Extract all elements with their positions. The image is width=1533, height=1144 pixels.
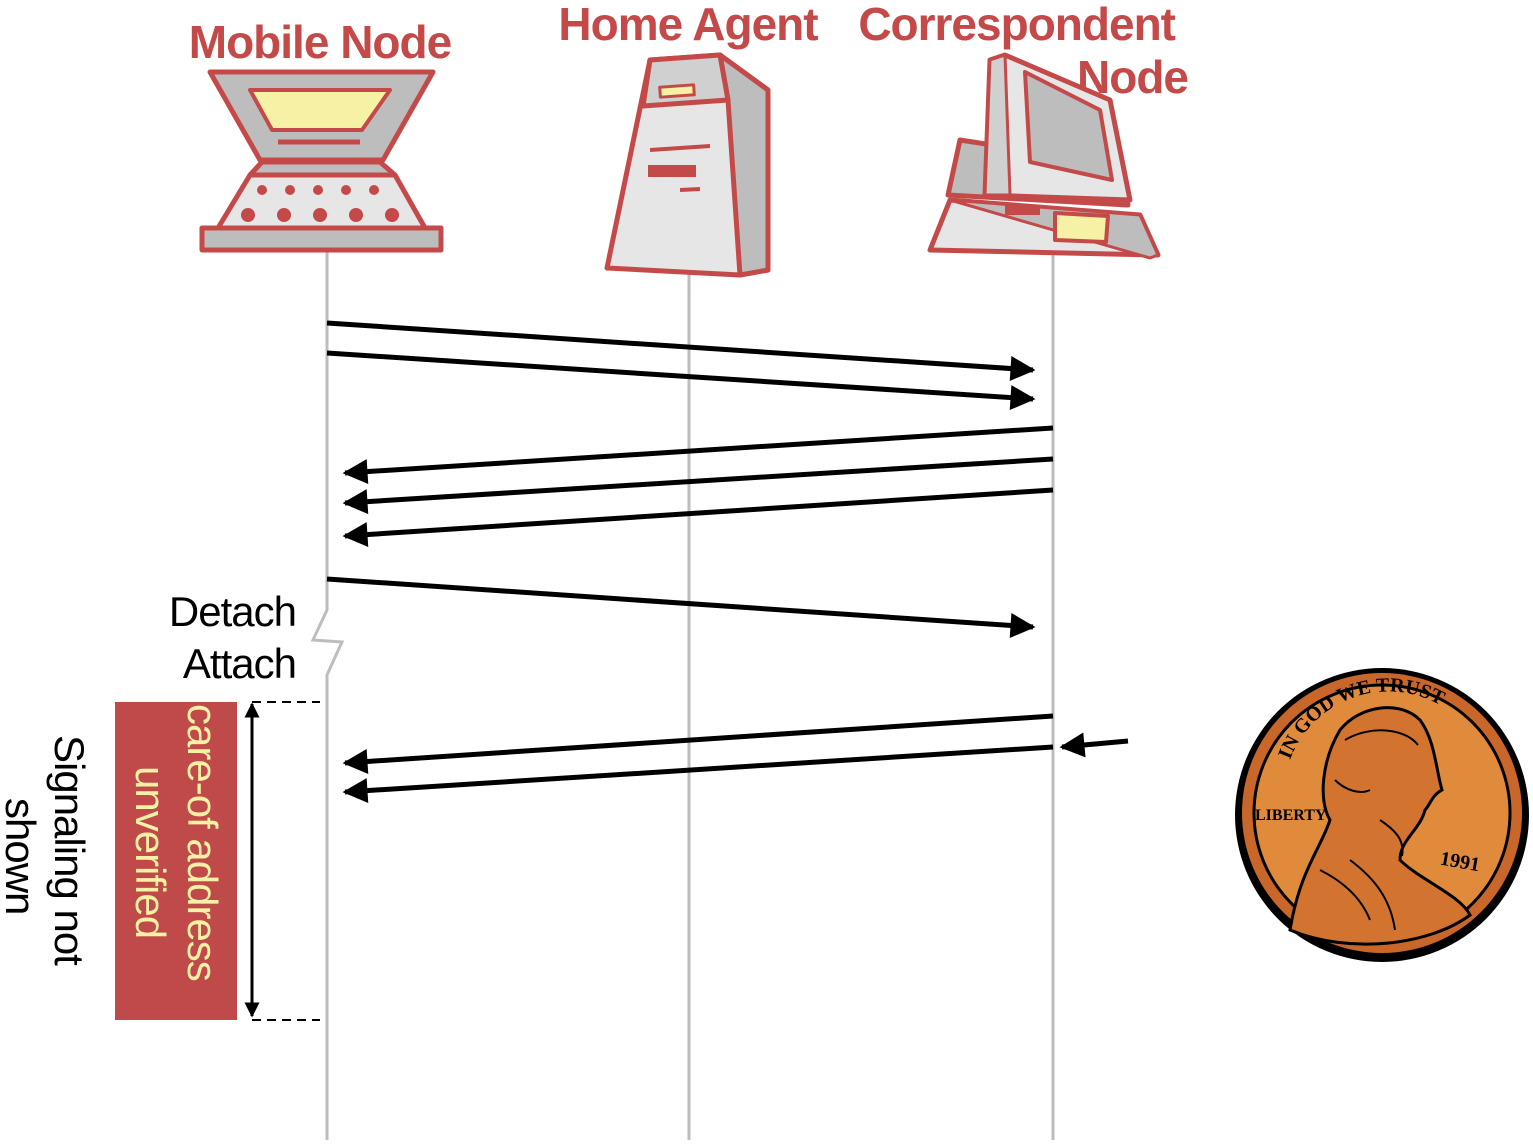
message-arrow-mn-to-cn xyxy=(326,576,1036,638)
mobile-node-title: Mobile Node xyxy=(189,16,452,68)
home-agent-title: Home Agent xyxy=(558,0,818,50)
mobile-node-lifeline xyxy=(310,252,345,1140)
unverified-label: unverified xyxy=(127,766,174,938)
coin-liberty: LIBERTY xyxy=(1255,807,1327,824)
detach-label: Detach xyxy=(169,588,296,635)
message-arrow-cn-to-mn xyxy=(342,713,1054,774)
attach-label: Attach xyxy=(183,640,296,687)
server-tower-icon xyxy=(604,52,771,278)
shown-label: shown xyxy=(0,798,44,914)
unverified-box xyxy=(115,702,237,1020)
desktop-computer-icon xyxy=(927,52,1161,260)
message-arrow-cn-to-mn xyxy=(342,744,1054,804)
correspondent-node-title-line1: Correspondent xyxy=(858,0,1175,50)
message-arrows xyxy=(326,320,1129,804)
message-arrow-cn-to-mn xyxy=(342,425,1054,485)
message-arrow-mn-to-cn xyxy=(326,320,1036,381)
incoming-arrow-from-coin xyxy=(1059,732,1129,758)
message-arrow-cn-to-mn xyxy=(342,456,1054,515)
signaling-not-label: Signaling not xyxy=(46,735,93,966)
penny-coin-icon: IN GOD WE TRUST LIBERTY 1991 xyxy=(1235,668,1529,962)
laptop-icon xyxy=(199,69,444,253)
care-of-address-label: care-of address xyxy=(179,704,226,981)
message-arrow-cn-to-mn xyxy=(342,487,1054,548)
message-arrow-mn-to-cn xyxy=(326,350,1036,411)
